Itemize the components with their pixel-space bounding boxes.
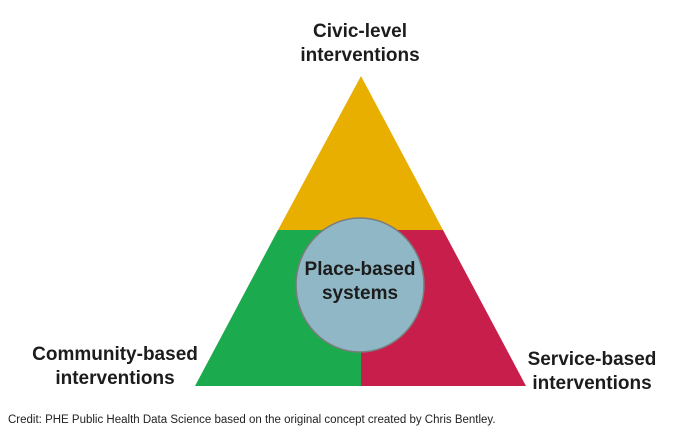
place-based-systems-label-line2: systems [321, 283, 399, 304]
civic-level-label-line2: interventions [300, 45, 420, 66]
civic-level-label-line1: Civic-level [313, 21, 407, 42]
community-based-label-line2: interventions [55, 368, 175, 389]
service-based-label-line2: interventions [532, 373, 652, 394]
credit-text: Credit: PHE Public Health Data Science b… [8, 414, 496, 426]
civic-level-segment [278, 76, 443, 230]
community-based-label-line1: Community-based [32, 344, 198, 365]
place-based-systems-label-line1: Place-based [304, 259, 416, 280]
place-based-systems-oval [295, 217, 425, 353]
civic-level-label: Civic-level interventions [255, 20, 465, 68]
service-based-label-line1: Service-based [527, 349, 657, 370]
community-based-label: Community-based interventions [10, 343, 220, 391]
place-based-systems-label: Place-based systems [285, 258, 435, 306]
service-based-label: Service-based interventions [492, 348, 692, 396]
